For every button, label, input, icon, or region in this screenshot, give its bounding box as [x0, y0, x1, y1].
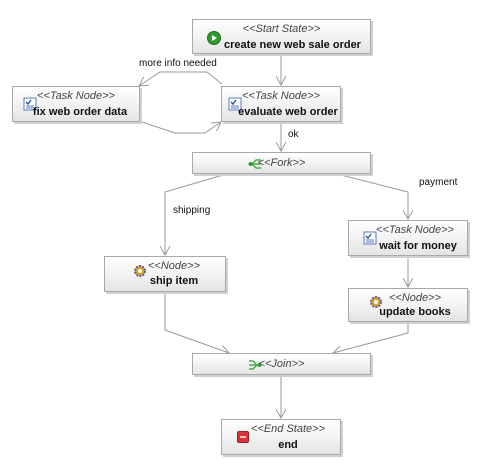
- task-checklist-icon: [23, 97, 37, 111]
- edge-ship-to-join: [164, 292, 229, 353]
- node-stereotype: <<Node>>: [389, 292, 441, 304]
- node-name: ship item: [149, 275, 199, 287]
- node-wait-for-money[interactable]: <<Task Node>> wait for money: [348, 220, 468, 256]
- node-stereotype: <<Task Node>>: [376, 224, 454, 236]
- edge-fork-to-ship: [165, 172, 231, 255]
- node-name: end: [278, 439, 298, 451]
- gear-icon: [370, 296, 382, 308]
- red-stop-icon: [237, 431, 249, 443]
- node-update-books[interactable]: <<Node>> update books: [348, 288, 468, 322]
- node-fix-web-order-data[interactable]: <<Task Node>> fix web order data: [12, 86, 140, 122]
- task-checklist-icon: [228, 97, 242, 111]
- node-stereotype: <<Task Node>>: [37, 90, 115, 102]
- node-name: wait for money: [379, 240, 457, 252]
- gear-icon: [134, 265, 146, 277]
- edge-update-to-join: [333, 321, 409, 353]
- node-name: fix web order data: [32, 106, 128, 118]
- fork-icon: [248, 159, 261, 169]
- edge-fix-to-evaluate: [138, 120, 221, 134]
- node-end-state[interactable]: <<End State>> end: [221, 419, 341, 455]
- node-stereotype: <<Task Node>>: [242, 90, 320, 102]
- node-stereotype: <<Start State>>: [242, 23, 321, 35]
- edge-evaluate-to-fix: [139, 71, 223, 86]
- edge-label-payment: payment: [419, 177, 458, 188]
- task-checklist-icon: [363, 231, 377, 245]
- node-stereotype: <<Join>>: [258, 358, 305, 370]
- edge-label-more-info-needed: more info needed: [139, 58, 217, 69]
- node-name: evaluate web order: [238, 106, 338, 118]
- node-fork[interactable]: <<Fork>>: [192, 152, 371, 174]
- node-stereotype: <<End State>>: [250, 423, 325, 435]
- node-name: create new web sale order: [224, 39, 361, 51]
- node-stereotype: <<Node>>: [148, 260, 200, 272]
- edge-fork-to-wait: [332, 172, 408, 219]
- node-start-state[interactable]: <<Start State>> create new web sale orde…: [192, 19, 371, 54]
- node-evaluate-web-order[interactable]: <<Task Node>> evaluate web order: [221, 86, 341, 122]
- join-icon: [249, 360, 262, 370]
- green-play-icon: [207, 31, 221, 45]
- node-stereotype: <<Fork>>: [257, 157, 306, 169]
- node-join[interactable]: <<Join>>: [192, 353, 371, 375]
- edge-label-shipping: shipping: [173, 205, 211, 216]
- node-ship-item[interactable]: <<Node>> ship item: [104, 256, 226, 292]
- edge-label-ok: ok: [288, 129, 299, 140]
- node-name: update books: [379, 306, 451, 318]
